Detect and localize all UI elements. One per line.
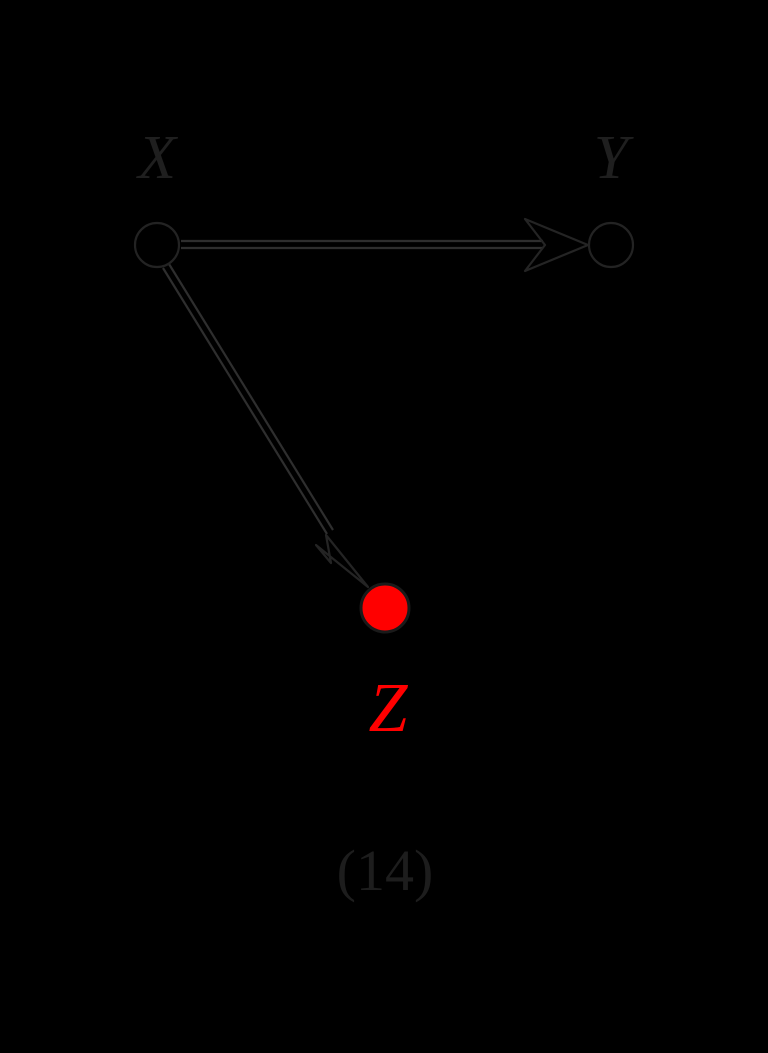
figure-caption: (14) — [337, 838, 434, 903]
node-y-label: Y — [594, 124, 634, 192]
node-x-circle[interactable] — [133, 221, 181, 269]
node-y[interactable]: Y — [587, 124, 635, 269]
edge-x-to-y[interactable] — [181, 217, 590, 273]
node-y-circle[interactable] — [587, 221, 635, 269]
node-z-label: Z — [369, 670, 409, 747]
edge-x-to-z-arrowhead-icon — [314, 533, 370, 589]
node-z[interactable]: Z — [359, 582, 411, 747]
edge-x-to-z-line-right — [168, 263, 334, 531]
node-x[interactable]: X — [133, 124, 181, 269]
edge-x-to-y-arrowhead-icon — [523, 217, 590, 273]
edge-x-to-z-line-left — [162, 267, 328, 535]
node-z-circle[interactable] — [359, 582, 411, 634]
edge-x-to-z[interactable] — [162, 263, 370, 589]
node-x-label: X — [135, 124, 178, 192]
